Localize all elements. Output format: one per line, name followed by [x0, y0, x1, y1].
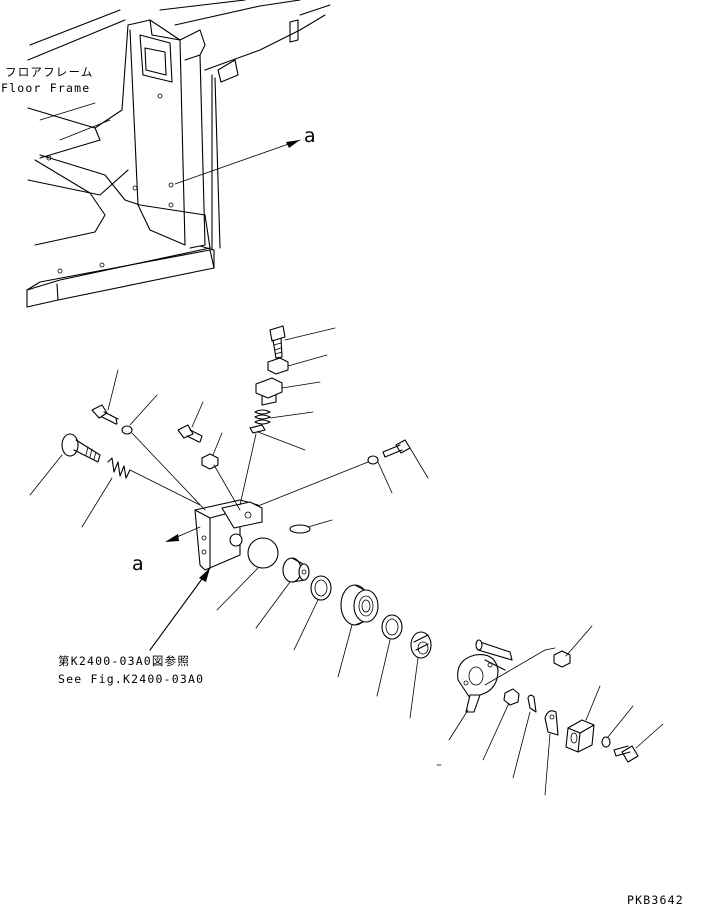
cam-knob: [410, 631, 432, 659]
nut-center: [201, 453, 219, 470]
stopper-block: [565, 719, 595, 753]
oval-plug: [289, 524, 311, 534]
bearing: [340, 584, 379, 626]
spring-top: [254, 409, 271, 425]
cotter-pin: [527, 694, 537, 713]
thrust-washer: [310, 575, 332, 601]
floor-frame-label-en: Floor Frame: [1, 81, 90, 95]
bolt-center: [177, 424, 194, 439]
bolt-far-right: [621, 745, 639, 763]
view-marker-a-top: a: [304, 125, 316, 147]
floor-frame-label-jp: フロアフレーム: [5, 65, 94, 79]
flanged-bushing: [282, 557, 310, 583]
lock-nut: [267, 357, 289, 375]
drawing-code: PKB3642: [627, 893, 684, 906]
plug: [255, 377, 283, 399]
spring-left: [107, 457, 131, 479]
washer-far-right: [601, 736, 611, 748]
exploded-assembly: [29, 325, 664, 796]
see-fig-label-jp: 第K2400-03A0図参照: [58, 654, 190, 668]
nut-upper-right: [553, 650, 571, 668]
washer-right: [367, 455, 379, 465]
washer-left: [121, 425, 133, 435]
long-bolt: [61, 433, 101, 463]
pin-small: [249, 424, 266, 434]
see-fig-label-en: See Fig.K2400-03A0: [58, 672, 204, 686]
lock-plate: [544, 710, 559, 736]
bolt-left-top: [91, 404, 108, 419]
lever-assembly: [457, 639, 513, 713]
view-marker-a-bottom: a: [132, 553, 144, 575]
floor-frame-drawing: [26, 0, 331, 308]
nut-lever: [503, 688, 520, 706]
adjust-bolt: [269, 325, 286, 359]
flat-washer: [381, 614, 403, 640]
round-cover: [247, 537, 279, 569]
